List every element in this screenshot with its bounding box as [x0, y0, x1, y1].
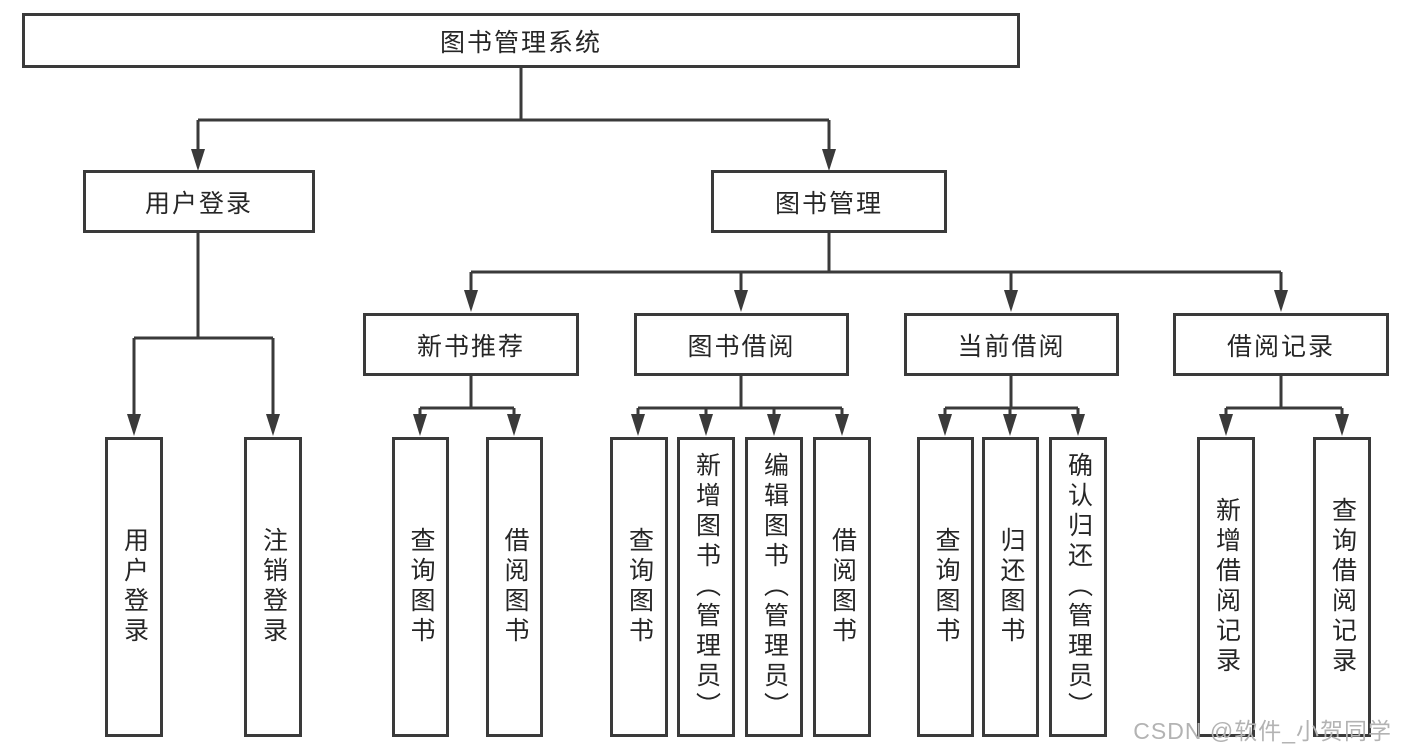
- leaf-add-book-admin-label: 新增图书（管理员）: [692, 452, 721, 722]
- leaf-query-book-2: 查询图书: [610, 437, 668, 737]
- leaf-user-login: 用户登录: [105, 437, 163, 737]
- node-current-borrowing-label: 当前借阅: [957, 332, 1066, 361]
- leaf-edit-book-admin-label: 编辑图书（管理员）: [760, 452, 789, 722]
- leaf-edit-book-admin: 编辑图书（管理员）: [745, 437, 803, 737]
- leaf-add-borrow-record-label: 新增借阅记录: [1212, 497, 1241, 677]
- watermark: CSDN @软件_小贺同学: [1133, 718, 1392, 744]
- leaf-query-book-1-label: 查询图书: [407, 527, 435, 647]
- leaf-query-book-1: 查询图书: [392, 437, 449, 737]
- leaf-logout: 注销登录: [244, 437, 302, 737]
- leaf-borrow-book-1: 借阅图书: [486, 437, 543, 737]
- leaf-borrow-book-1-label: 借阅图书: [501, 527, 529, 647]
- node-book-management: 图书管理: [711, 170, 947, 233]
- leaf-borrow-book-2: 借阅图书: [813, 437, 871, 737]
- node-user-login-label: 用户登录: [144, 189, 253, 218]
- leaf-query-borrow-record: 查询借阅记录: [1313, 437, 1371, 737]
- leaf-return-book: 归还图书: [982, 437, 1039, 737]
- node-new-book-recommendation-label: 新书推荐: [416, 332, 525, 361]
- leaf-confirm-return-admin: 确认归还（管理员）: [1049, 437, 1107, 737]
- node-user-login: 用户登录: [83, 170, 315, 233]
- node-book-borrowing-label: 图书借阅: [687, 332, 796, 361]
- leaf-add-book-admin: 新增图书（管理员）: [677, 437, 735, 737]
- leaf-logout-label: 注销登录: [259, 527, 288, 647]
- node-root-label: 图书管理系统: [439, 28, 602, 57]
- leaf-user-login-label: 用户登录: [120, 527, 149, 647]
- node-book-management-label: 图书管理: [774, 189, 883, 218]
- leaf-query-book-2-label: 查询图书: [625, 527, 654, 647]
- node-borrowing-records: 借阅记录: [1173, 313, 1389, 376]
- leaf-borrow-book-2-label: 借阅图书: [828, 527, 857, 647]
- node-current-borrowing: 当前借阅: [904, 313, 1119, 376]
- node-root: 图书管理系统: [22, 13, 1020, 68]
- node-new-book-recommendation: 新书推荐: [363, 313, 579, 376]
- leaf-query-book-3-label: 查询图书: [932, 527, 960, 647]
- leaf-query-book-3: 查询图书: [917, 437, 974, 737]
- leaf-confirm-return-admin-label: 确认归还（管理员）: [1064, 452, 1093, 722]
- node-book-borrowing: 图书借阅: [634, 313, 849, 376]
- leaf-query-borrow-record-label: 查询借阅记录: [1328, 497, 1357, 677]
- node-borrowing-records-label: 借阅记录: [1226, 332, 1335, 361]
- leaf-return-book-label: 归还图书: [997, 527, 1025, 647]
- leaf-add-borrow-record: 新增借阅记录: [1197, 437, 1255, 737]
